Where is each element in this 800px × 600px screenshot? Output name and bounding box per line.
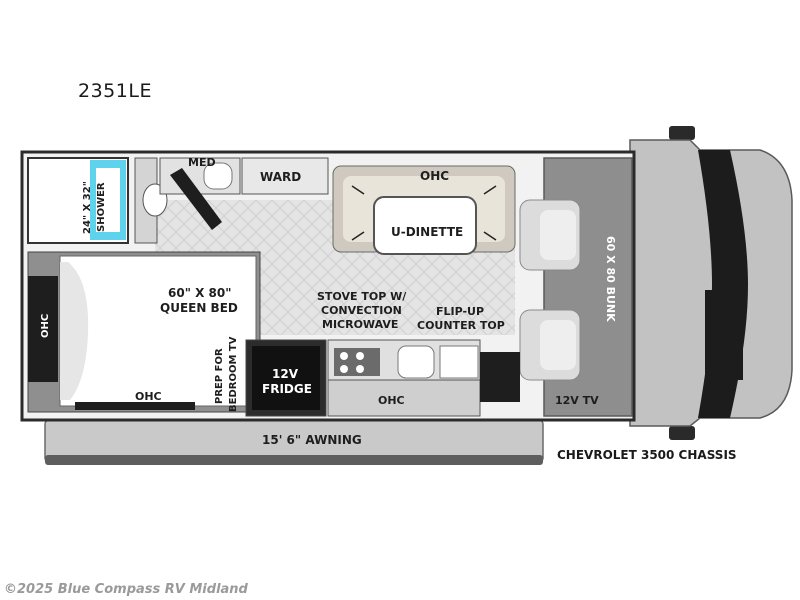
ohc-top-label: OHC — [420, 169, 449, 183]
stove-label-2: CONVECTION — [321, 304, 402, 317]
shower-label: SHOWER — [96, 182, 107, 232]
awning-label: 15' 6" AWNING — [262, 433, 362, 447]
shower — [27, 157, 129, 244]
awning — [44, 419, 544, 465]
model-number: 2351LE — [78, 80, 152, 102]
ohc-left-label: OHC — [40, 314, 51, 338]
prep-label: PREP FOR — [214, 348, 225, 404]
bedroom-tv-label: BEDROOM TV — [228, 336, 239, 412]
flip-up-label-1: FLIP-UP — [436, 305, 484, 318]
bed-size-label: 60" X 80" — [168, 286, 232, 300]
stove-label-3: MICROWAVE — [322, 318, 398, 331]
u-dinette — [332, 165, 516, 255]
bunk-label: 60 X 80 BUNK — [604, 236, 617, 322]
queen-bed — [27, 251, 261, 413]
fridge-label-1: 12V — [272, 367, 299, 381]
cab-front — [629, 126, 793, 440]
stove-label-1: STOVE TOP W/ — [317, 290, 407, 303]
bath-vanity — [159, 157, 241, 230]
ohc-kitchen-label: OHC — [378, 394, 405, 407]
cabover-bunk — [519, 157, 633, 417]
shower-size-label: 24" X 32" — [82, 181, 93, 234]
copyright-notice: ©2025 Blue Compass RV Midland — [4, 582, 248, 597]
entry-step — [480, 352, 520, 402]
flip-up-label-2: COUNTER TOP — [417, 319, 505, 332]
med-label: MED — [188, 156, 216, 169]
chassis-label: CHEVROLET 3500 CHASSIS — [557, 448, 737, 462]
tv-label: 12V TV — [555, 394, 599, 407]
fridge — [245, 339, 327, 417]
ward-label: WARD — [260, 170, 301, 184]
ohc-bed-label: OHC — [135, 390, 162, 403]
dinette-label: U-DINETTE — [391, 225, 463, 239]
wardrobe — [241, 157, 329, 195]
kitchen-counter — [327, 339, 481, 417]
bed-label: QUEEN BED — [160, 301, 238, 315]
fridge-label-2: FRIDGE — [262, 382, 312, 396]
